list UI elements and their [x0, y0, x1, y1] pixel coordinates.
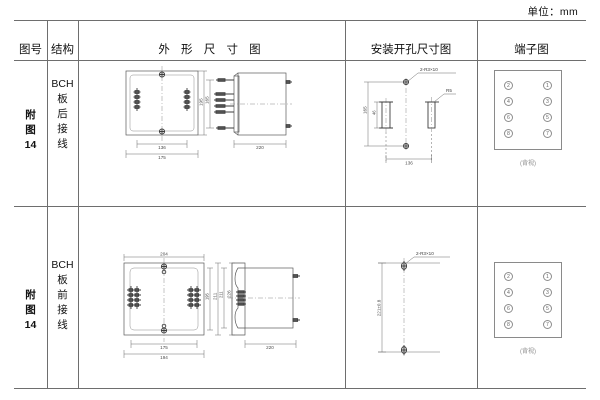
row1-terminal-right-3: 5 [543, 113, 552, 122]
row2-front-inner-width-dim: 175 [160, 345, 168, 350]
row1-terminal-left-2: 4 [504, 97, 513, 106]
row2-terminal-left-1: 2 [504, 272, 513, 281]
row1-terminal-right-4: 7 [543, 129, 552, 138]
row2-terminal-diagram: 2 4 6 8 1 3 5 7 (背视) [494, 262, 576, 362]
row2-side-view: 211 226 220 [219, 262, 300, 350]
row2-drawing-no-line1: 附 [25, 289, 36, 301]
row2-mounting-drawing: 2-R3×10 221±0.8 [376, 251, 450, 358]
spec-table: 图号 结构 外 形 尺 寸 图 安装开孔尺寸图 端子图 附 图 14 BCH 板… [14, 20, 586, 389]
row2-mount-bottom-slot [378, 345, 440, 355]
row2-drawing-no-line3: 14 [24, 319, 37, 331]
row1-mount-radius-callout: R5 [446, 88, 452, 93]
table-row-divider [14, 206, 586, 207]
row2-front-outer-width-dim: 194 [160, 355, 168, 360]
row1-terminal-left-3: 6 [504, 113, 513, 122]
row1-mount-outer-height-dim: 165 [362, 106, 367, 114]
row1-structure-line1: BCH [51, 78, 74, 90]
row2-terminal-left-4: 8 [504, 320, 513, 329]
row2-front-view: 204 195 211 175 [123, 251, 221, 360]
row1-front-view: 195 136 175 [125, 66, 207, 160]
row2-mount-slot-callout: 2-R3×10 [416, 251, 434, 256]
row1-structure-line3: 后 [57, 108, 68, 120]
row2-structure: BCH 板 前 接 线 [47, 258, 78, 333]
row1-drawing-no-line3: 14 [24, 139, 37, 151]
table-col-divider-3 [345, 20, 346, 388]
row2-structure-line2: 板 [57, 274, 68, 286]
row1-front-height-dim: 195 [198, 98, 203, 106]
row2-side-inner-height-dim: 211 [219, 291, 224, 298]
row2-structure-line3: 前 [57, 289, 68, 301]
row1-mount-inner-height-dim: 46 [372, 110, 377, 115]
table-header-rule [14, 60, 586, 61]
row1-structure-line2: 板 [57, 93, 68, 105]
unit-note: 单位：mm [527, 6, 578, 18]
row1-drawing-no-line2: 图 [25, 124, 36, 136]
row1-structure-line5: 线 [57, 138, 68, 150]
row1-mount-inner-slot [379, 98, 393, 132]
row2-terminal-right-4: 7 [543, 320, 552, 329]
row2-outline-drawing: 204 195 211 175 [123, 251, 300, 360]
row2-terminal-right-2: 3 [543, 288, 552, 297]
header-structure: 结构 [51, 44, 74, 56]
row1-side-depth-dim: 220 [256, 145, 264, 150]
row1-mount-slot-callout-leader [406, 72, 456, 83]
row1-outline-drawing: 195 136 175 [125, 66, 292, 160]
table-border-top [14, 20, 586, 21]
row2-terminal-left-3: 6 [504, 304, 513, 313]
row2-terminal-right-1: 1 [543, 272, 552, 281]
row2-terminal-caption: (背视) [520, 349, 536, 355]
row1-terminal-right-1: 1 [543, 81, 552, 90]
row1-mount-right-slot: R5 [425, 88, 456, 134]
row1-terminal-right-2: 3 [543, 97, 552, 106]
table-border-bottom [14, 388, 586, 389]
header-outline-dimension: 外 形 尺 寸 图 [158, 44, 265, 56]
table-col-divider-1 [47, 20, 48, 388]
row2-front-top-width-dim: 204 [160, 251, 168, 256]
row2-drawing-no: 附 图 14 [14, 288, 47, 333]
table-col-divider-2 [78, 20, 79, 388]
row2-structure-line4: 接 [57, 304, 68, 316]
row1-drawing-no-line1: 附 [25, 109, 36, 121]
row1-terminal-caption: (背视) [520, 161, 536, 167]
row2-drawing-no-line2: 图 [25, 304, 36, 316]
row1-front-inner-width-dim: 136 [158, 145, 166, 150]
row1-terminal-diagram: 2 4 6 8 1 3 5 7 (背视) [494, 70, 576, 170]
header-drawing-no: 图号 [19, 44, 42, 56]
row1-terminal-left-4: 8 [504, 129, 513, 138]
row1-side-view: 165 220 [204, 72, 292, 150]
row2-terminal-left-2: 4 [504, 288, 513, 297]
row1-structure: BCH 板 后 接 线 [47, 77, 78, 152]
row1-mount-width-dim: 136 [405, 160, 413, 165]
row2-side-outer-height-dim: 226 [227, 290, 232, 298]
table-col-divider-4 [477, 20, 478, 388]
row1-structure-line4: 接 [57, 123, 68, 135]
row2-front-outer-height-dim: 211 [213, 292, 218, 300]
row2-mount-top-slot [378, 261, 440, 271]
row1-front-outer-width-dim: 175 [158, 155, 166, 160]
row2-mount-height-dim: 221±0.8 [376, 299, 381, 316]
row1-mounting-drawing: R5 2-R3×10 165 46 136 [362, 67, 456, 165]
row2-side-depth-dim: 220 [266, 345, 274, 350]
header-terminal: 端子图 [514, 44, 549, 56]
row2-front-inner-height-dim: 195 [205, 292, 210, 300]
row1-mount-slots [372, 78, 410, 150]
row1-mount-slot-callout: 2-R3×10 [420, 67, 438, 72]
row2-mount-slot-callout-leader [404, 256, 450, 265]
row1-side-height-dim: 165 [204, 96, 209, 104]
row1-drawing-no: 附 图 14 [14, 108, 47, 153]
row2-structure-line5: 线 [57, 319, 68, 331]
row2-structure-line1: BCH [51, 259, 74, 271]
header-mounting-hole: 安装开孔尺寸图 [370, 44, 452, 56]
row2-terminal-right-3: 5 [543, 304, 552, 313]
row1-terminal-left-1: 2 [504, 81, 513, 90]
